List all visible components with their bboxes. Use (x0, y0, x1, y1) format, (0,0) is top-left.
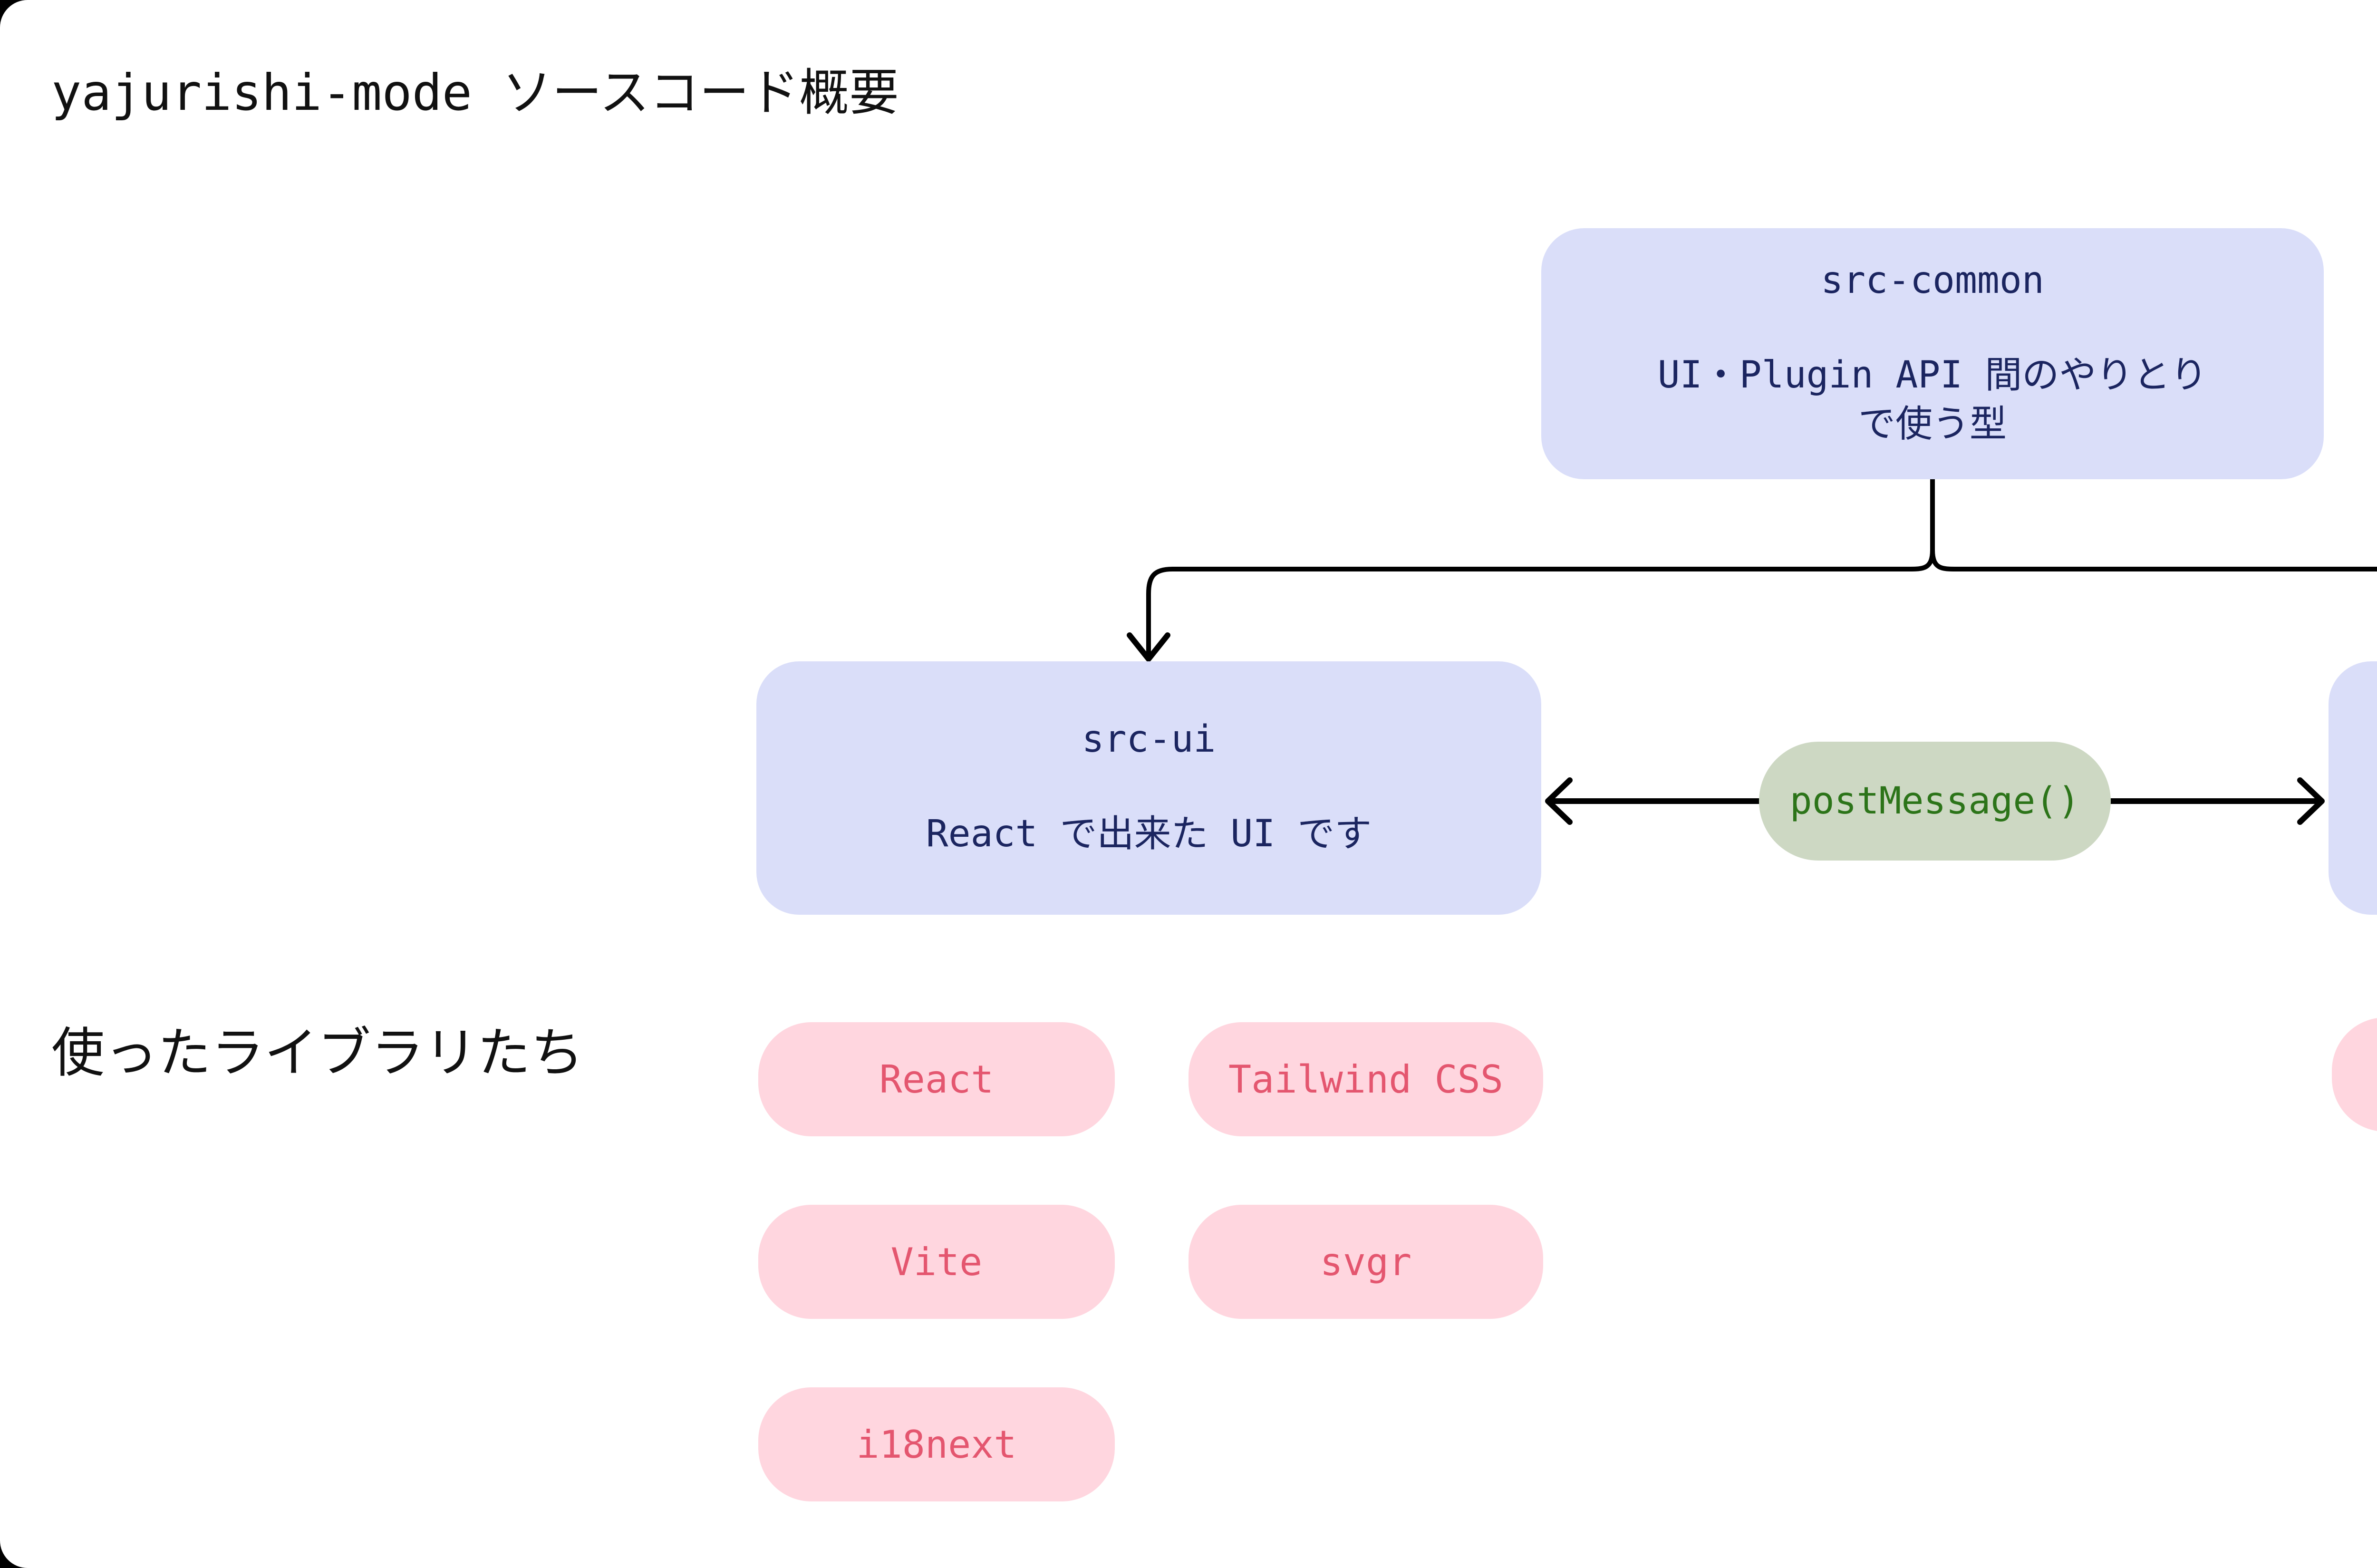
node-src-common: src-common UI・Plugin API 間のやりとり で使う型 (1541, 228, 2324, 479)
postmessage-pill: postMessage() (1759, 742, 2111, 861)
library-pill-vite: Vite (758, 1205, 1115, 1319)
page-title: yajurishi-mode ソースコード概要 (51, 64, 899, 122)
library-pill-tailwind-css: Tailwind CSS (1188, 1022, 1543, 1136)
libraries-heading: 使ったライブラリたち (51, 1022, 584, 1084)
library-pill-label: i18next (856, 1422, 1017, 1467)
library-pill-svgr: svgr (1188, 1205, 1543, 1319)
node-src-common-desc: UI・Plugin API 間のやりとり で使う型 (1658, 351, 2207, 449)
library-pill-label: Vite (890, 1239, 983, 1284)
library-pill-i18next: i18next (758, 1387, 1115, 1501)
node-src-ui-title: src-ui (1082, 718, 1216, 761)
library-pill-label: svgr (1320, 1239, 1412, 1284)
node-src-common-desc-line: で使う型 (1858, 402, 2007, 445)
node-src-common-title: src-common (1821, 259, 2044, 302)
node-src-ui-desc-line: React で出来た UI です (926, 812, 1372, 855)
node-src-ui: src-ui React で出来た UI です (756, 661, 1541, 915)
library-pill-label: Tailwind CSS (1228, 1057, 1503, 1102)
node-src-plugin: src-plugin Plugin API を使って、 矢印を書きます (2329, 661, 2377, 915)
postmessage-label: postMessage() (1789, 780, 2080, 823)
node-src-ui-desc: React で出来た UI です (926, 810, 1372, 859)
library-pill-react: React (758, 1022, 1115, 1136)
library-pill-label: React (879, 1057, 994, 1102)
node-src-common-desc-line: UI・Plugin API 間のやりとり (1657, 353, 2208, 397)
